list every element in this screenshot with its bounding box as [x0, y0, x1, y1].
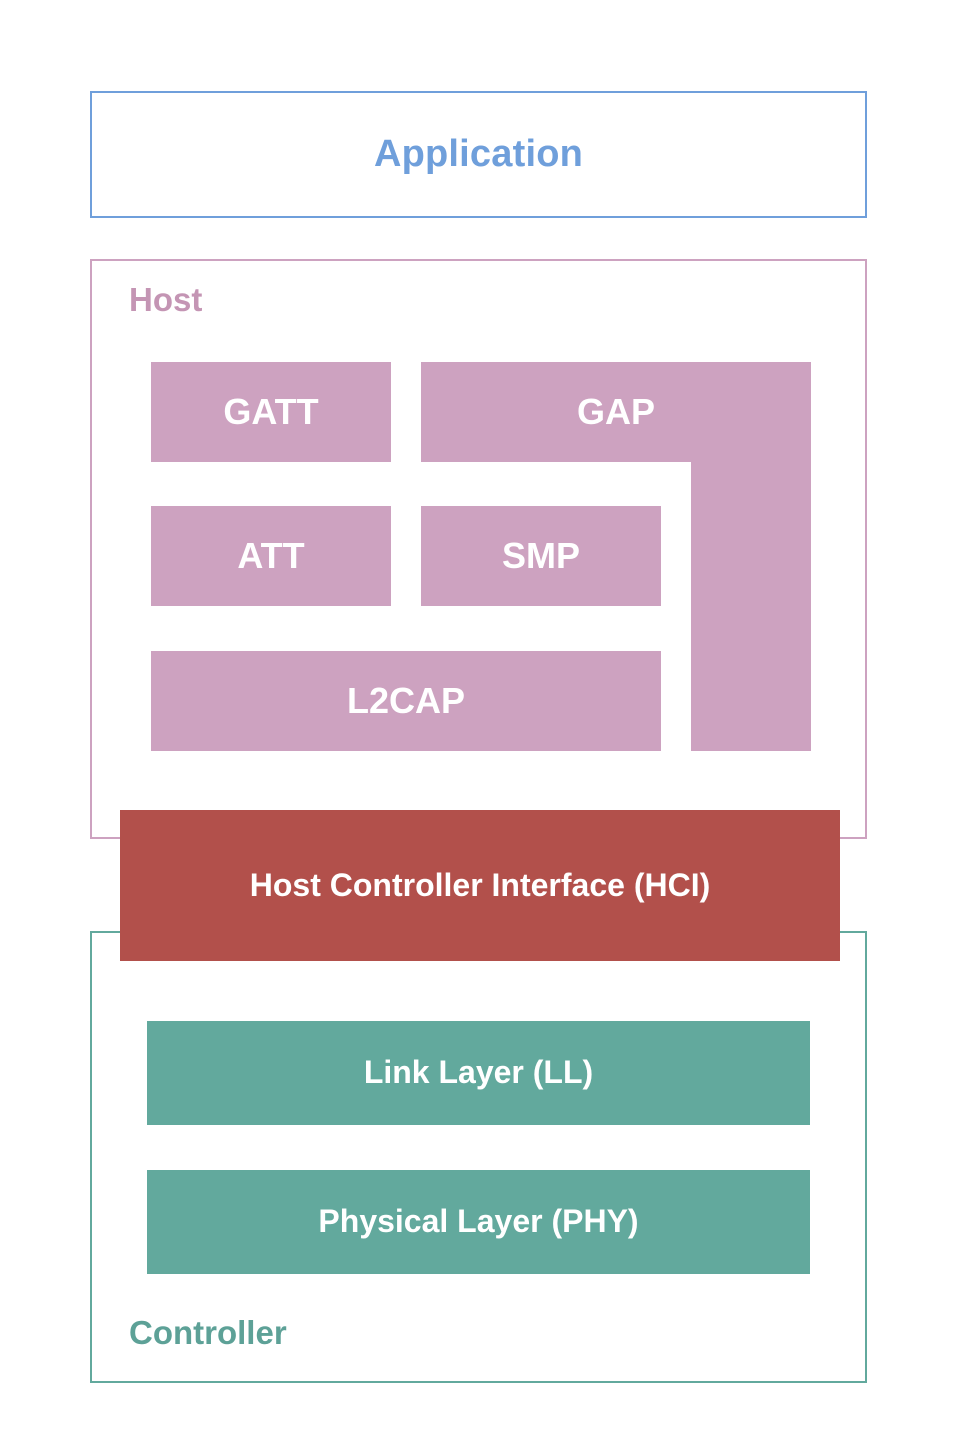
gatt-block: GATT — [151, 362, 391, 462]
link-layer-block-label: Link Layer (LL) — [363, 1054, 594, 1091]
hci-block: Host Controller Interface (HCI) — [120, 810, 840, 961]
gap-block-vertical-leg — [691, 455, 811, 751]
att-block-label: ATT — [237, 535, 305, 577]
controller-group-label: Controller — [129, 1314, 287, 1351]
physical-layer-block-label: Physical Layer (PHY) — [318, 1203, 639, 1240]
physical-layer-block: Physical Layer (PHY) — [147, 1170, 810, 1274]
link-layer-block: Link Layer (LL) — [147, 1021, 810, 1125]
gap-block-label: GAP — [576, 391, 655, 433]
l2cap-block: L2CAP — [151, 651, 661, 751]
application-layer-label: Application — [373, 133, 584, 175]
smp-block: SMP — [421, 506, 661, 606]
application-layer-box: Application — [90, 91, 867, 218]
gatt-block-label: GATT — [223, 391, 319, 433]
att-block: ATT — [151, 506, 391, 606]
controller-group-box — [90, 931, 867, 1383]
hci-block-label: Host Controller Interface (HCI) — [249, 866, 711, 903]
gap-block: GAP — [421, 362, 811, 462]
smp-block-label: SMP — [501, 535, 580, 577]
l2cap-block-label: L2CAP — [346, 680, 466, 722]
host-group-label: Host — [129, 281, 203, 318]
